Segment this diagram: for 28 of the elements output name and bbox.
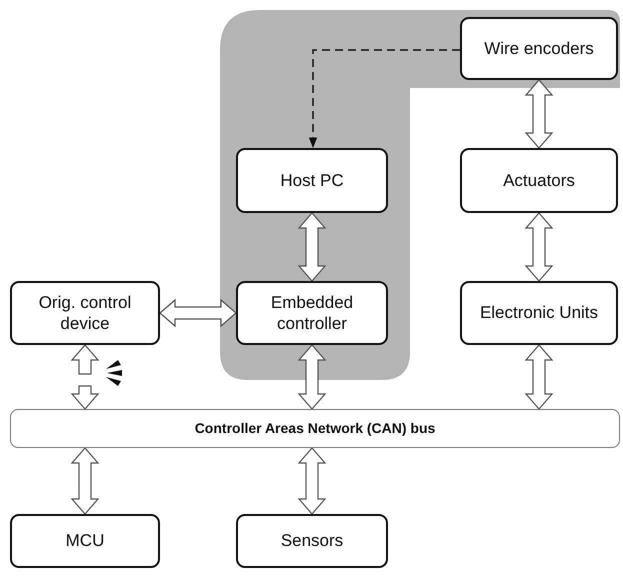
node-label: Orig. control device <box>38 292 132 334</box>
process-box <box>236 514 388 568</box>
block-arrow <box>298 447 326 515</box>
node-label: Controller Areas Network (CAN) bus <box>194 420 436 438</box>
node-label: Wire encoders <box>484 38 594 60</box>
process-box <box>460 148 618 213</box>
process-box <box>10 281 160 345</box>
block-arrow <box>298 344 326 410</box>
process-box <box>460 281 618 345</box>
node-label: Actuators <box>503 170 575 192</box>
node-label: Embedded controller <box>270 292 354 334</box>
block-arrow <box>524 212 554 282</box>
block-arrow <box>524 344 554 410</box>
node-label: Electronic Units <box>480 302 598 324</box>
block-arrow <box>70 447 100 515</box>
node-label: Host PC <box>280 170 344 192</box>
process-box <box>10 514 160 568</box>
process-box <box>236 148 388 213</box>
process-box <box>236 281 388 345</box>
dashed-arrow <box>308 49 460 148</box>
block-arrow <box>159 298 237 328</box>
bus-bar <box>10 409 620 448</box>
block-arrow <box>298 212 326 282</box>
block-arrow <box>70 344 100 410</box>
process-box <box>460 17 618 80</box>
node-label: Sensors <box>280 530 344 552</box>
node-label: MCU <box>66 530 104 552</box>
block-arrow <box>524 79 554 149</box>
